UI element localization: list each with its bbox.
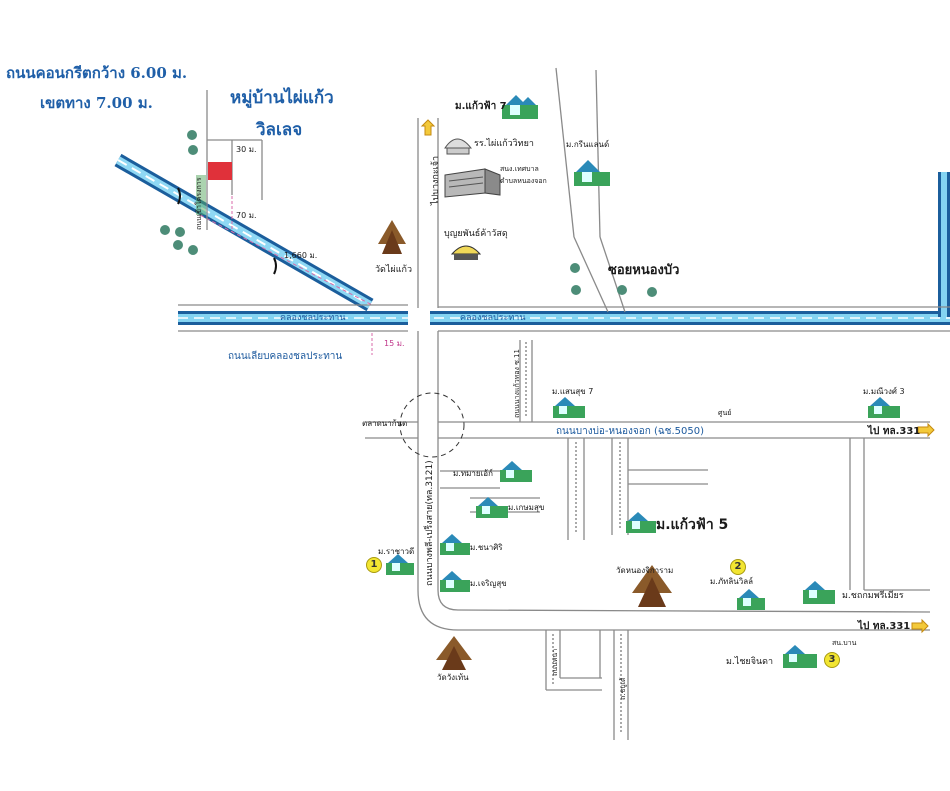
label-kaewfa7: ม.แก้วฟ้า 7	[455, 101, 507, 112]
office-building-icon	[444, 168, 501, 198]
house-icons	[386, 95, 900, 668]
label-canal-side-road: ถนนเลียบคลองชลประทาน	[228, 351, 343, 362]
main-canal	[178, 310, 950, 326]
label-to-331-top: ไป ทล.331	[868, 426, 921, 437]
label-chaijinda: ม.ไชยจินดา	[726, 657, 774, 667]
house-icon	[783, 645, 817, 668]
label-green-land: ม.กรีนแลนด์	[566, 140, 610, 149]
project-road-strip	[196, 175, 206, 215]
house-icon	[440, 571, 470, 592]
label-kasemsuk: ม.เกษมสุข	[508, 503, 545, 512]
label-junction: ตลาดนาก้นต	[362, 419, 408, 428]
label-side-road-main: ถนนบางพลี-เปร็งสาย(ทล.3121)	[425, 460, 435, 586]
label-canal-top: คลองชลประทาน	[280, 313, 346, 323]
project-name-line2: วิลเลจ	[256, 120, 303, 140]
marker-3: 3	[824, 652, 840, 668]
right-of-way-note: เขตทาง 7.00 ม.	[40, 94, 153, 112]
label-soi-vertical-1: ถนนนางแก้วทอง ซ.11	[513, 349, 521, 418]
label-school: รร.ไผ่แก้ววิทยา	[474, 139, 534, 149]
label-admin-office-2: ตำบลหนองจอก	[500, 177, 547, 185]
house-icon	[574, 160, 610, 186]
house-icon	[476, 497, 508, 518]
label-admin-office-1: สนง.เทศบาล	[500, 165, 539, 173]
north-arrow-icon	[420, 119, 436, 136]
project-name-line1: หมู่บ้านไผ่แก้ว	[230, 88, 334, 108]
label-small-ms2: สน.บาน	[832, 639, 857, 647]
road-width-note: ถนนคอนกรีตกว้าง 6.00 ม.	[6, 64, 188, 82]
label-main-road: ถนนบางบ่อ-หนองจอก (ฉช.5050)	[556, 426, 704, 437]
dimension-line-1660	[199, 214, 373, 306]
house-icon	[737, 589, 765, 610]
trees	[160, 130, 657, 297]
label-north-road: ไปบางกะเจ้า	[431, 155, 441, 205]
house-icon	[386, 554, 414, 575]
right-canal	[938, 172, 950, 317]
label-manee3: ม.มณีวงศ์ 3	[863, 387, 905, 396]
diagonal-canal	[114, 153, 374, 312]
temple-icon	[436, 636, 472, 670]
label-soi-nongbua: ซอยหนองบัว	[608, 263, 680, 278]
label-wat-nongjok: วัดหนองจิการาม	[616, 566, 674, 575]
road-network	[178, 67, 950, 740]
temple-icon	[378, 220, 406, 254]
label-kaewfa5: ม.แก้วฟ้า 5	[656, 517, 729, 533]
label-small-road-a: ถนนหนา	[551, 648, 559, 676]
label-charoensuk: ม.เจริญสุข	[470, 579, 507, 588]
label-canal-top-right: คลองชลประทาน	[460, 313, 526, 323]
label-ratchawadi: ม.ราชาวดี	[378, 547, 415, 556]
label-muang-thong: ม.ทมายเอ้ก์	[453, 469, 493, 478]
project-plot	[208, 162, 232, 180]
label-small-ms: ศูนย์	[718, 409, 732, 417]
house-icon	[500, 461, 532, 482]
house-icon	[553, 397, 585, 418]
label-small-road-b: ถ.ชบูเต้	[619, 677, 627, 700]
label-bunyapat: บุญยพันธ์ค้าวัสดุ	[444, 229, 508, 239]
label-project-road: ถนนเข้าโครงการ	[195, 177, 203, 230]
label-kaewfa7b: ม.แสนสุข 7	[552, 387, 594, 396]
dim-30m: 30 ม.	[236, 145, 257, 154]
house-icon	[626, 512, 656, 533]
school-icon	[444, 138, 473, 155]
dim-1660m: 1,660 ม.	[284, 251, 318, 260]
label-to-331-bottom: ไป ทล.331	[858, 621, 911, 632]
marker-2: 2	[730, 559, 746, 575]
dim-15m-label: 15 ม.	[384, 339, 405, 348]
junction-highlight	[399, 392, 465, 458]
label-phanasiri: ม.ชนาศิริ	[470, 543, 503, 552]
house-icon	[440, 534, 470, 555]
label-pattalin: ม.ภัทลินวิลล์	[710, 577, 754, 586]
label-wat-wangthan: วัดวังเท้น	[437, 673, 469, 682]
house-icon	[803, 581, 835, 604]
house-icon	[868, 397, 900, 418]
marker-1: 1	[366, 557, 382, 573]
temple-icon	[632, 565, 672, 607]
store-icon	[450, 245, 482, 260]
dim-70m-label: 70 ม.	[236, 211, 257, 220]
house-icon	[502, 95, 538, 119]
arrow-icon	[911, 422, 935, 634]
label-sathorn: ม.ชถกมพรีเมียร	[842, 591, 904, 601]
dotted-streets	[525, 342, 622, 734]
label-wat-phaikaew: วัดไผ่แก้ว	[375, 265, 413, 275]
